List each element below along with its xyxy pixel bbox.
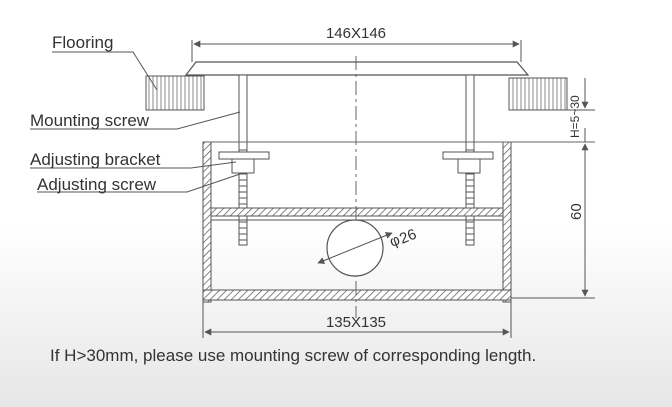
height-range-label: H=5~30 xyxy=(568,95,582,138)
hole-diameter-label: 26 xyxy=(397,226,419,248)
mounting-screw-label: Mounting screw xyxy=(30,111,150,130)
flooring-right-block xyxy=(508,77,568,111)
top-width-label: 146X146 xyxy=(326,25,386,42)
height-range-dimension xyxy=(567,78,595,142)
flooring-label: Flooring xyxy=(52,33,113,52)
depth-label: 60 xyxy=(568,203,585,220)
adjusting-bracket-label: Adjusting bracket xyxy=(30,150,161,169)
bottom-width-label: 135X135 xyxy=(326,314,386,331)
depth-dimension xyxy=(511,143,595,299)
adjusting-bracket-left xyxy=(218,151,270,174)
top-width-dimension xyxy=(191,40,522,62)
hole-diameter-leader xyxy=(317,232,393,264)
installation-note: If H>30mm, please use mounting screw of … xyxy=(50,346,536,365)
bottom-width-dimension xyxy=(202,302,512,338)
drain-cover xyxy=(184,61,530,76)
flooring-left-block xyxy=(145,75,205,111)
adjusting-screw-label: Adjusting screw xyxy=(37,175,157,194)
adjusting-bracket-right xyxy=(442,151,494,174)
callout-leaders xyxy=(30,51,241,193)
